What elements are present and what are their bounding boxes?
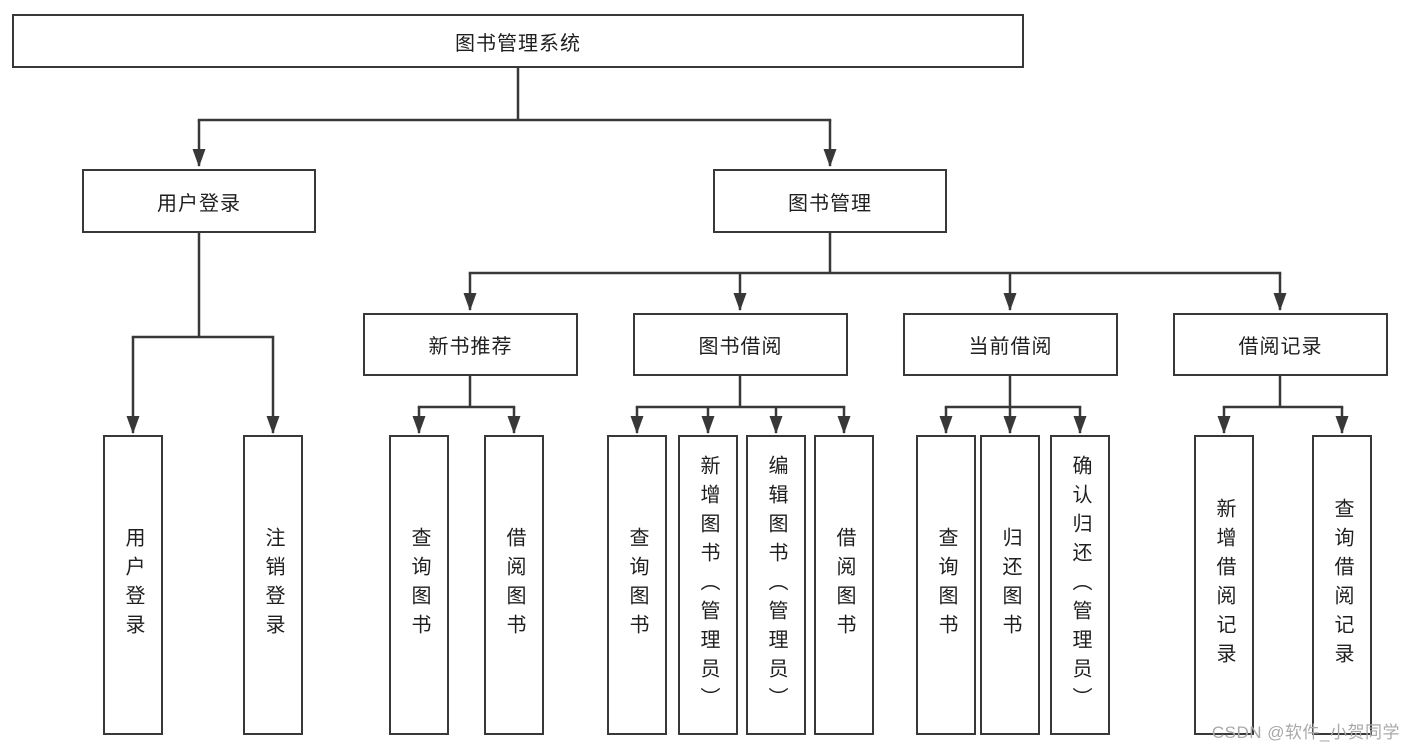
node-user-login: 用户登录: [82, 169, 316, 233]
connector-mgmt-split: [468, 233, 1282, 275]
connector-records-split: [1222, 376, 1344, 409]
connector-user-login-split: [131, 233, 275, 339]
leaf-query-books-1: 查询图书: [389, 435, 449, 735]
leaf-query-borrow-record: 查询借阅记录: [1312, 435, 1372, 735]
csdn-watermark: CSDN @软件_小贺同学: [1211, 723, 1400, 742]
node-root: 图书管理系统: [12, 14, 1024, 68]
leaf-user-login: 用户登录: [103, 435, 163, 735]
connector-root-to-level2: [197, 68, 832, 122]
node-book-borrow: 图书借阅: [633, 313, 848, 376]
node-current-borrow: 当前借阅: [903, 313, 1118, 376]
node-borrow-records: 借阅记录: [1173, 313, 1388, 376]
node-new-book-recommend: 新书推荐: [363, 313, 578, 376]
leaf-query-books-3: 查询图书: [916, 435, 976, 735]
leaf-add-borrow-record: 新增借阅记录: [1194, 435, 1254, 735]
leaf-logout: 注销登录: [243, 435, 303, 735]
leaf-borrow-books-1: 借阅图书: [484, 435, 544, 735]
leaf-confirm-return-admin: 确认归还（管理员）: [1050, 435, 1110, 735]
connector-newbook-split: [417, 376, 516, 409]
node-book-management: 图书管理: [713, 169, 947, 233]
leaf-edit-book-admin: 编辑图书（管理员）: [746, 435, 806, 735]
leaf-add-book-admin: 新增图书（管理员）: [678, 435, 738, 735]
connector-borrow-split: [635, 376, 846, 409]
leaf-query-books-2: 查询图书: [607, 435, 667, 735]
leaf-return-book: 归还图书: [980, 435, 1040, 735]
leaf-borrow-books-2: 借阅图书: [814, 435, 874, 735]
connector-current-split: [944, 376, 1082, 409]
